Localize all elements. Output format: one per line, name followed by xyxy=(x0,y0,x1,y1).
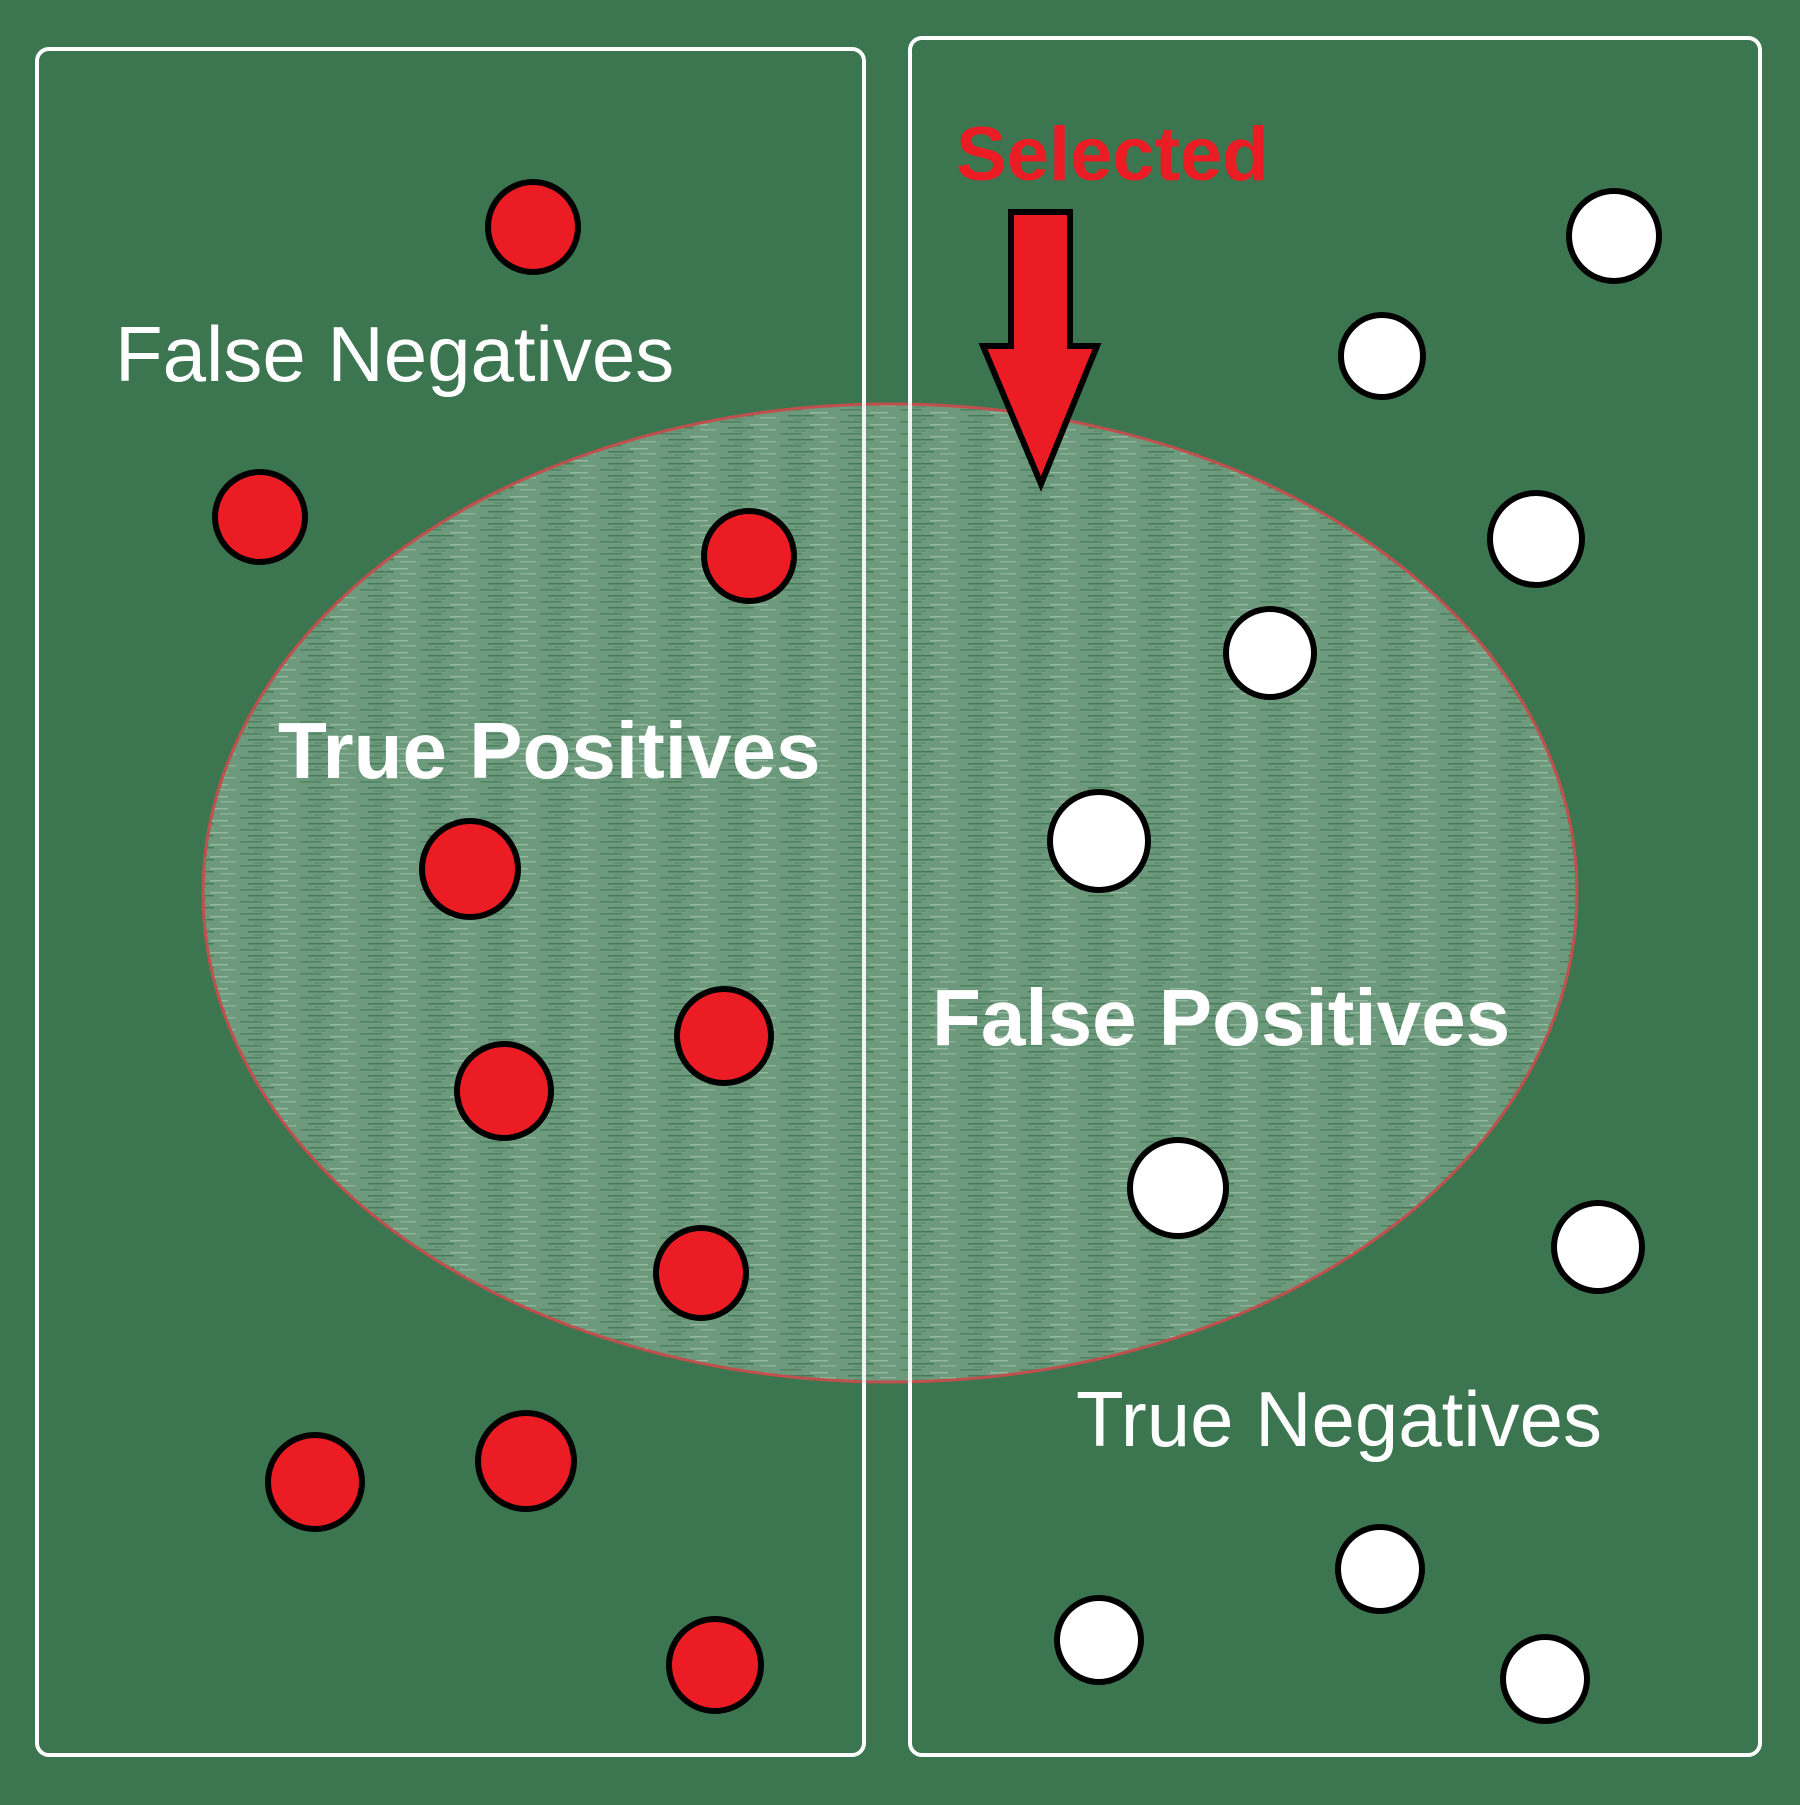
relevant-dot xyxy=(454,1041,554,1141)
irrelevant-dot xyxy=(1047,789,1151,893)
selected-arrow-icon xyxy=(978,209,1102,492)
relevant-dot xyxy=(265,1432,365,1532)
irrelevant-dot xyxy=(1487,490,1585,588)
irrelevant-items-group xyxy=(1047,188,1662,1724)
relevant-dot xyxy=(666,1616,764,1714)
irrelevant-dot xyxy=(1566,188,1662,284)
relevant-dot xyxy=(419,818,521,920)
true-negatives-label: True Negatives xyxy=(1076,1375,1602,1463)
relevant-dot xyxy=(212,469,308,565)
irrelevant-dot xyxy=(1335,1524,1425,1614)
irrelevant-dot xyxy=(1338,312,1426,400)
irrelevant-dot xyxy=(1054,1595,1144,1685)
relevant-dot xyxy=(485,179,581,275)
relevant-dot xyxy=(701,508,797,604)
relevant-dot xyxy=(653,1225,749,1321)
selected-elements-ellipse xyxy=(201,402,1579,1384)
irrelevant-dot xyxy=(1551,1200,1645,1294)
relevant-items-group xyxy=(212,179,797,1714)
irrelevant-dot xyxy=(1500,1634,1590,1724)
false-positives-label: False Positives xyxy=(932,973,1510,1062)
selected-label: Selected xyxy=(956,112,1269,197)
true-positives-label: True Positives xyxy=(278,706,820,795)
relevant-dot xyxy=(475,1410,577,1512)
relevant-dot xyxy=(674,986,774,1086)
false-negatives-label: False Negatives xyxy=(115,310,674,398)
irrelevant-dot xyxy=(1127,1137,1229,1239)
irrelevant-dot xyxy=(1223,606,1317,700)
